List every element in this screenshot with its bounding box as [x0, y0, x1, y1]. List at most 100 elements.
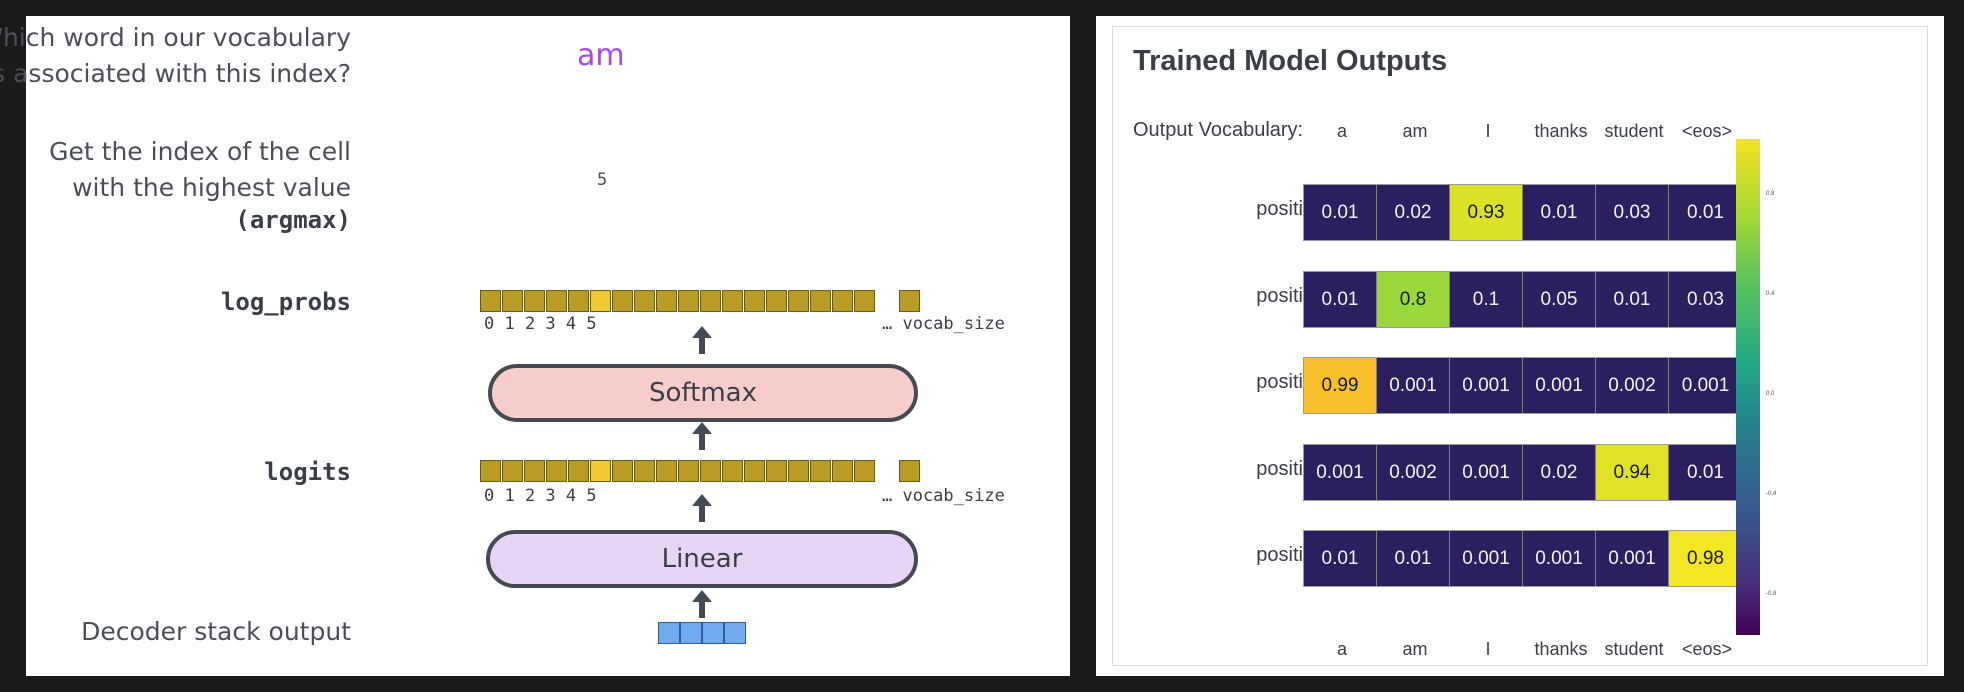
vector-cell — [480, 290, 501, 312]
vector-cell — [480, 460, 501, 482]
log-probs-label: log_probs — [220, 288, 351, 316]
vocab-word: <eos> — [1681, 639, 1733, 659]
heatmap-cell: 0.94 — [1596, 444, 1669, 500]
heatmap-cell: 0.001 — [1304, 444, 1377, 500]
argmax-line-2: with the highest value — [72, 173, 351, 202]
decoder-cell — [658, 622, 680, 644]
decoder-cell — [724, 622, 746, 644]
heatmap-cell: 0.001 — [1669, 358, 1742, 413]
heatmap-cell: 0.05 — [1523, 271, 1596, 327]
vector-cell — [612, 290, 633, 312]
decoder-cell — [680, 622, 702, 644]
output-vocabulary-label: Output Vocabulary: — [1133, 119, 1304, 141]
heatmap-cell: 0.03 — [1669, 271, 1742, 327]
vector-cell — [700, 290, 721, 312]
colorbar-tick-label: 0.0 — [1766, 391, 1775, 397]
vector-cell — [524, 290, 545, 312]
vector-cell — [700, 460, 721, 482]
vector-cell — [502, 460, 523, 482]
vector-cell — [524, 460, 545, 482]
argmax-mono-label: (argmax) — [235, 206, 351, 234]
colorbar — [1736, 139, 1760, 635]
highlighted-cell — [590, 290, 611, 312]
vector-cell — [810, 460, 831, 482]
heatmap-cell: 0.001 — [1377, 358, 1450, 413]
heatmap-cell: 0.001 — [1450, 531, 1523, 586]
vector-cell — [788, 290, 809, 312]
vector-cell — [568, 290, 589, 312]
heatmap-cell: 0.01 — [1304, 531, 1377, 586]
heatmap-cell: 0.001 — [1523, 531, 1596, 586]
colorbar-tick-label: -0.8 — [1766, 591, 1777, 597]
vector-cell — [502, 290, 523, 312]
heatmap-cell: 0.002 — [1377, 444, 1450, 500]
vocab-word: student — [1604, 639, 1664, 659]
vector-cell — [899, 290, 920, 312]
colorbar-tick-label: 0.4 — [1766, 291, 1775, 297]
logits-vocab-size: … vocab_size — [882, 486, 1005, 506]
heatmap-cell: 0.03 — [1596, 185, 1669, 240]
vocab-word: student — [1604, 121, 1664, 141]
vocab-word: am — [1402, 121, 1428, 141]
question-line-1: Which word in our vocabulary — [0, 23, 351, 52]
vector-cell — [568, 460, 589, 482]
heatmap-cell: 0.99 — [1304, 358, 1377, 413]
heatmap-cell: 0.01 — [1304, 185, 1377, 240]
vector-cell — [546, 460, 567, 482]
heatmap-cell: 0.01 — [1669, 185, 1742, 240]
log-probs-index-ticks: 0 1 2 3 4 5 — [484, 314, 597, 334]
answer-word: am — [577, 38, 625, 73]
heatmap-cell: 0.001 — [1596, 531, 1669, 586]
vector-cell — [678, 460, 699, 482]
decoder-stack-label: Decoder stack output — [81, 617, 351, 646]
vector-cell — [634, 290, 655, 312]
vector-cell — [656, 460, 677, 482]
vector-cell — [854, 460, 875, 482]
heatmap-cell: 0.001 — [1450, 358, 1523, 413]
colorbar-tick-label: 0.8 — [1766, 191, 1775, 197]
vector-cell — [744, 460, 765, 482]
logits-last-cell — [899, 460, 921, 482]
vector-cell — [744, 290, 765, 312]
logits-vector — [480, 460, 876, 482]
heatmap-cell: 0.01 — [1377, 531, 1450, 586]
heatmap-cell: 0.8 — [1377, 271, 1450, 327]
argmax-line-1: Get the index of the cell — [49, 137, 351, 166]
heatmap-cell: 0.001 — [1450, 444, 1523, 500]
question-line-2: is associated with this index? — [0, 59, 351, 88]
heatmap-cell: 0.01 — [1596, 271, 1669, 327]
chart-title: Trained Model Outputs — [1133, 45, 1448, 77]
colorbar-tick-label: -0.4 — [1766, 491, 1777, 497]
linear-layer: Linear — [486, 530, 918, 588]
heatmap-cell: 0.1 — [1450, 271, 1523, 327]
vocab-word: thanks — [1534, 121, 1588, 141]
vocab-word: thanks — [1534, 639, 1588, 659]
heatmap-cell: 0.01 — [1669, 444, 1742, 500]
vector-cell — [546, 290, 567, 312]
vector-cell — [832, 460, 853, 482]
log-probs-vocab-size: … vocab_size — [882, 314, 1005, 334]
vector-cell — [766, 460, 787, 482]
log-probs-vector — [480, 290, 876, 312]
logits-index-ticks: 0 1 2 3 4 5 — [484, 486, 597, 506]
decoder-cell — [702, 622, 724, 644]
vector-cell — [854, 290, 875, 312]
heatmap-frame: Trained Model Outputs Output Vocabulary:… — [1112, 26, 1928, 666]
vector-cell — [766, 290, 787, 312]
softmax-layer: Softmax — [488, 364, 918, 422]
vocab-word: I — [1485, 639, 1491, 659]
answer-index: 5 — [597, 170, 608, 190]
heatmap-cell: 0.002 — [1596, 358, 1669, 413]
vocab-word: a — [1336, 121, 1347, 141]
vocab-word: I — [1485, 121, 1491, 141]
vector-cell — [810, 290, 831, 312]
heatmap-cell: 0.02 — [1523, 444, 1596, 500]
vector-cell — [788, 460, 809, 482]
vector-cell — [634, 460, 655, 482]
heatmap-cell: 0.98 — [1669, 531, 1742, 586]
